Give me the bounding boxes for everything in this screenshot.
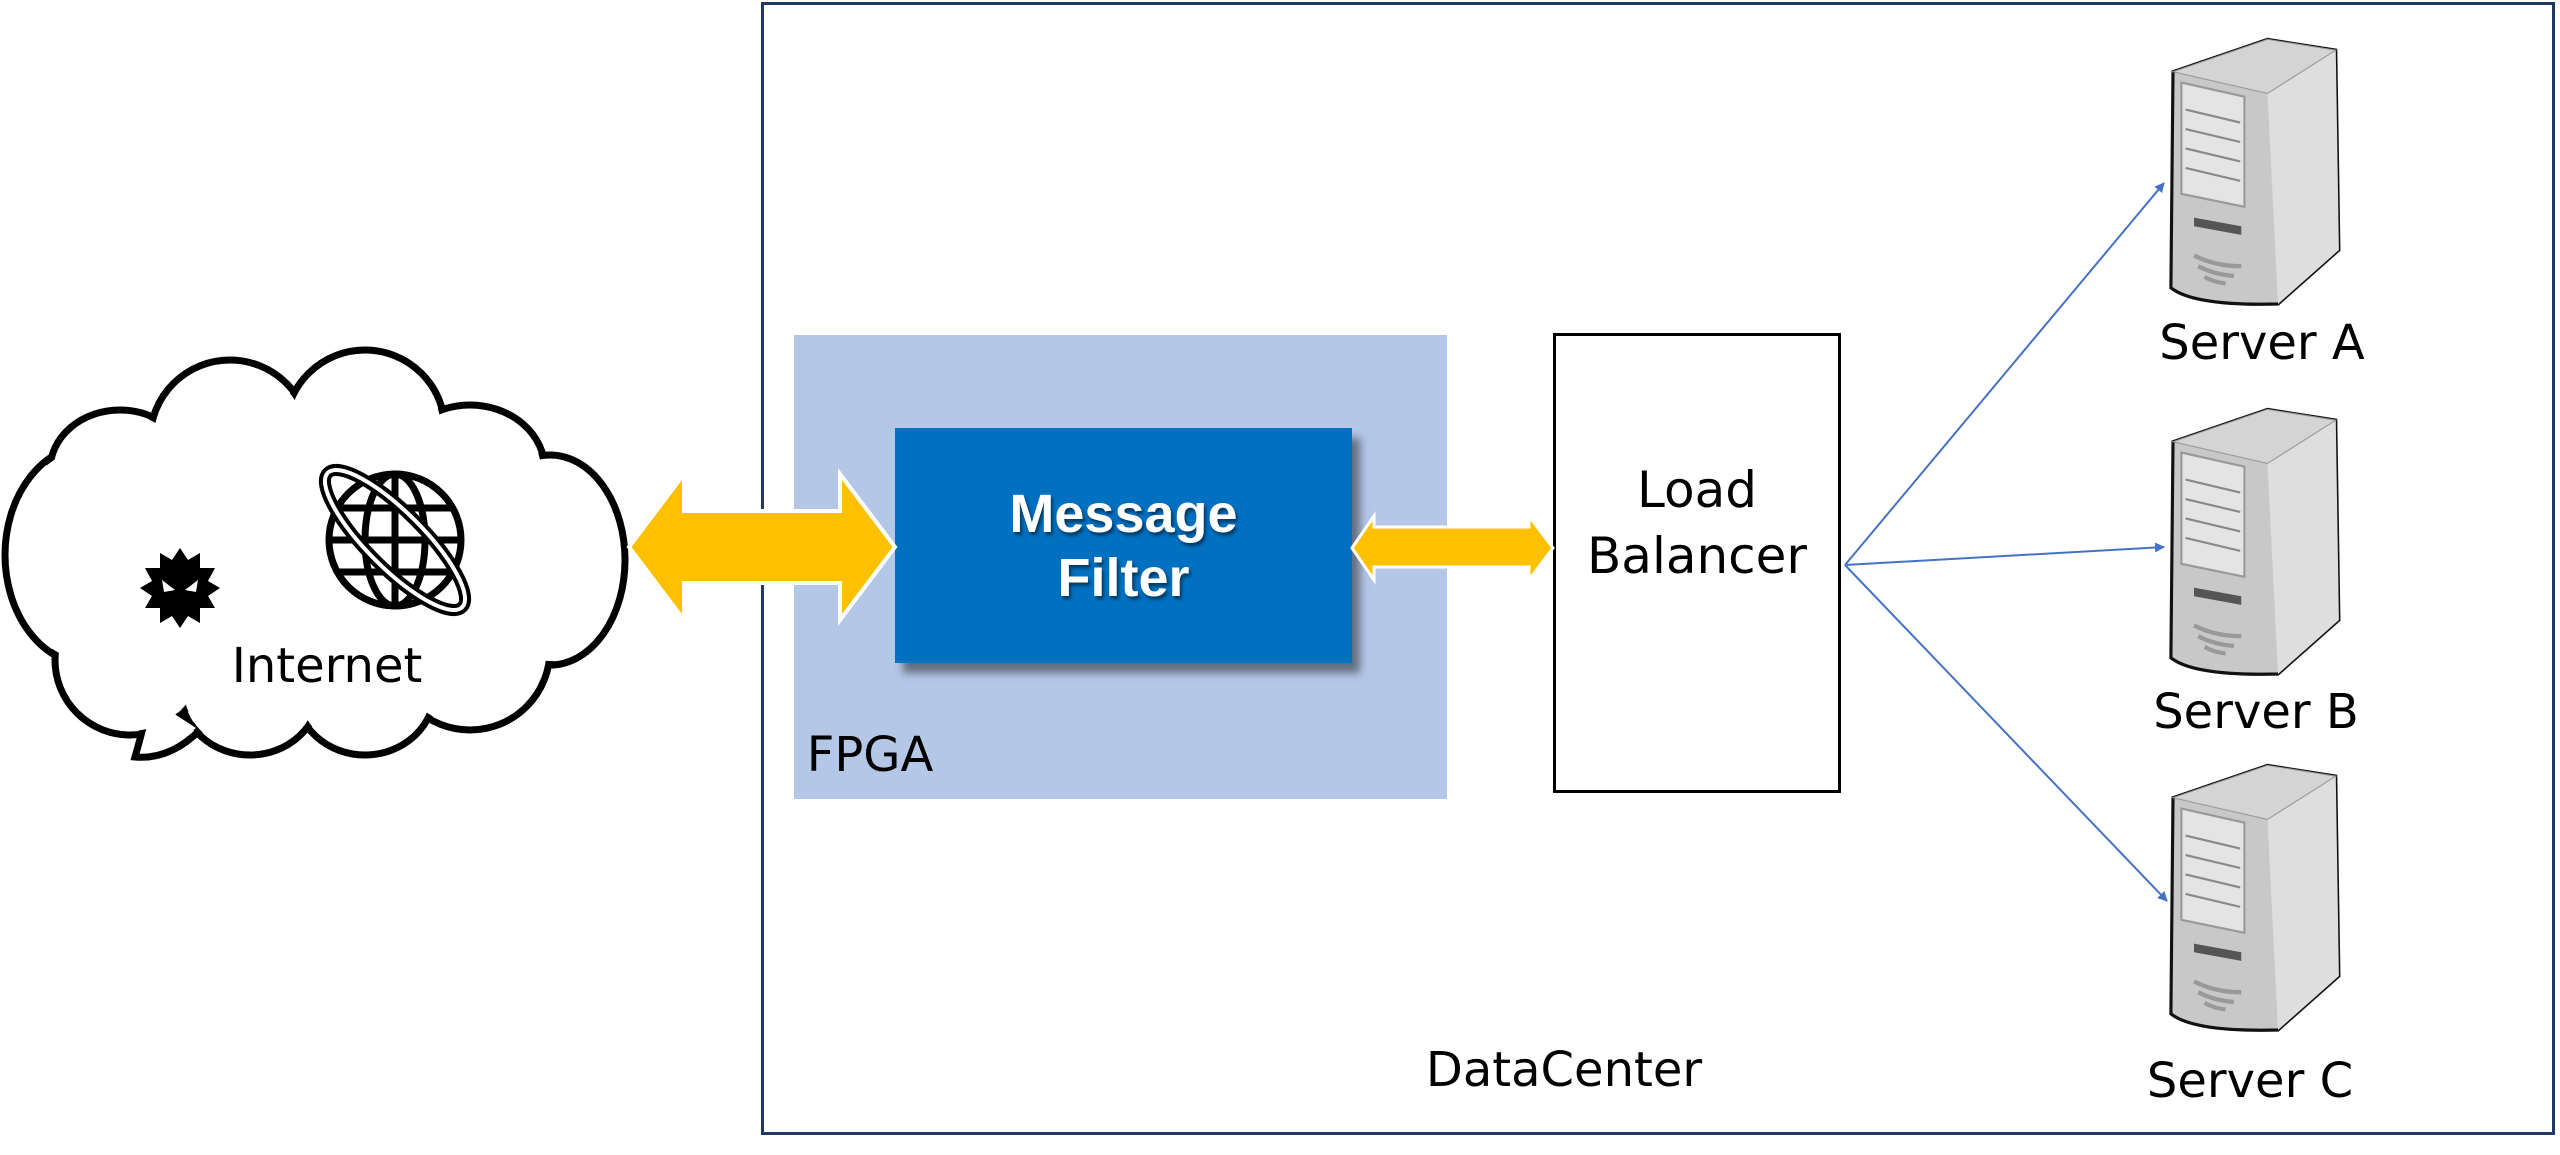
- datacenter-label: DataCenter: [1425, 1042, 1703, 1098]
- load-balancer-block: Load Balancer: [1553, 333, 1841, 793]
- globe-icon: [318, 463, 472, 617]
- load-balancer-line2: Balancer: [1587, 527, 1807, 585]
- server-a-label: Server A: [2159, 315, 2365, 371]
- server-b-label: Server B: [2153, 684, 2359, 740]
- message-filter-block: Message Filter: [895, 428, 1352, 663]
- internet-label: Internet: [231, 638, 423, 694]
- server-a-icon: [2171, 39, 2339, 304]
- internet-filter-arrow: [626, 468, 898, 626]
- fpga-label: FPGA: [806, 727, 934, 783]
- load-balancer-line1: Load: [1637, 461, 1757, 519]
- message-filter-line2: Filter: [1057, 547, 1190, 608]
- virus-icon: [140, 548, 220, 628]
- server-c-icon: [2171, 765, 2339, 1030]
- connector-to-server-c: [1844, 564, 2168, 902]
- connector-to-server-a: [1844, 182, 2165, 566]
- connector-to-server-b: [1844, 542, 2165, 566]
- server-c-label: Server C: [2146, 1053, 2354, 1109]
- server-b-icon: [2171, 409, 2339, 674]
- filter-loadbalancer-arrow: [1350, 511, 1555, 585]
- message-filter-line1: Message: [1009, 483, 1238, 544]
- internet-cloud: [1, 346, 629, 761]
